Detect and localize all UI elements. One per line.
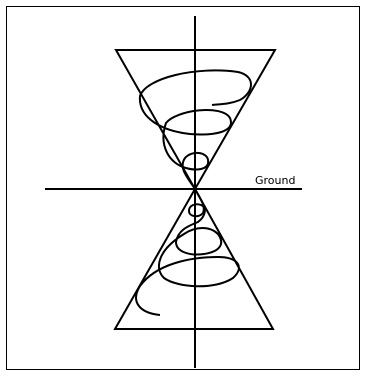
lower-cone [113,186,275,330]
lower-spiral [135,188,240,316]
outer-border [6,6,360,370]
upper-spiral [138,69,252,190]
ground-label: Ground [255,174,295,187]
upper-cone [114,49,277,192]
